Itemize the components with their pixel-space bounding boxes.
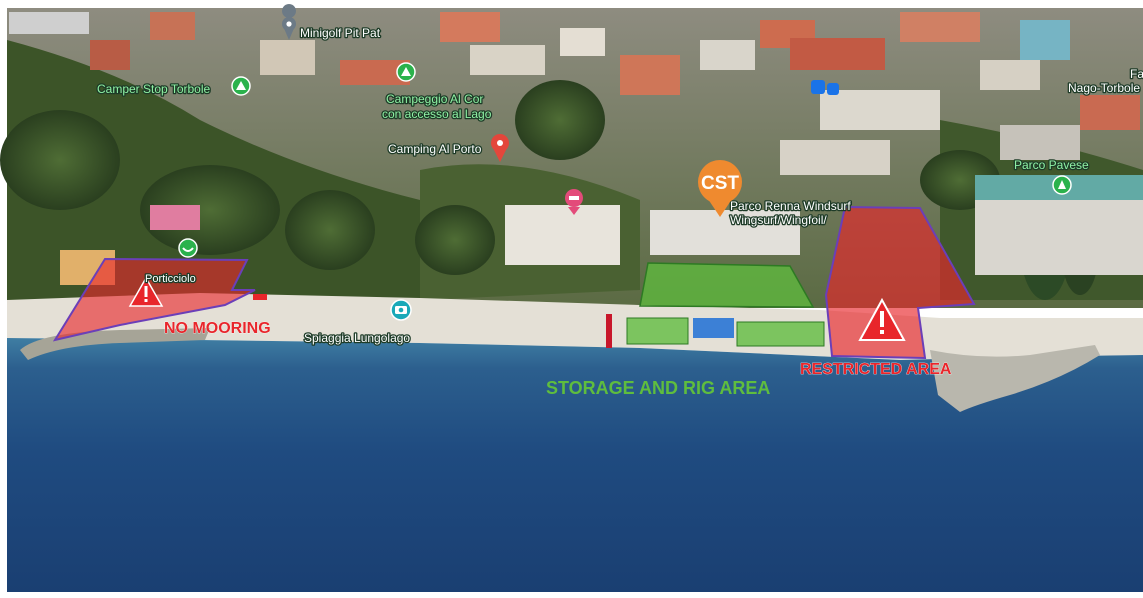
place-label-camping-al-porto: Camping Al Porto (388, 142, 482, 156)
place-spiaggia-lungolago[interactable]: Spiaggia Lungolago (303, 299, 412, 346)
map-pin-icon (282, 4, 297, 40)
camera-icon (390, 299, 412, 321)
camping-icon (396, 62, 416, 82)
bus-stop-icon (811, 80, 825, 94)
place-label-spiaggia-lungolago: Spiaggia Lungolago (304, 331, 410, 345)
cst-marker[interactable]: CST (698, 160, 742, 217)
place-label-parco-renna-line2: Wingsurf/Wingfoil/ (730, 213, 827, 227)
bus-stops[interactable] (811, 80, 839, 95)
place-label-partial[interactable]: Fa (1129, 66, 1143, 83)
hotel-icon (565, 189, 583, 215)
land-area (0, 8, 1143, 308)
map-pin-icon (491, 134, 509, 162)
place-parco-renna[interactable]: Parco Renna Windsurf Wingsurf/Wingfoil/ (729, 198, 853, 229)
place-porticciolo[interactable] (178, 238, 198, 258)
place-label-campeggio: Campeggio Al Cor (386, 92, 483, 106)
cst-label: CST (701, 173, 739, 194)
no-mooring-label: NO MOORING (164, 320, 271, 337)
storage-and-rig-zone[interactable] (626, 262, 825, 347)
blue-zone (693, 318, 734, 338)
place-label-camper-stop: Camper Stop Torbole (97, 82, 211, 96)
place-label-minigolf: Minigolf Pit Pat (300, 26, 381, 40)
warning-icon (858, 297, 906, 341)
mooring-boundary-marker (253, 294, 267, 300)
no-mooring-zone[interactable]: Porticciolo (52, 257, 256, 342)
lake-water (7, 338, 1143, 592)
place-label-parco-renna: Parco Renna Windsurf (730, 199, 851, 213)
place-camper-stop[interactable]: Camper Stop Torbole (96, 76, 251, 97)
place-minigolf[interactable]: Minigolf Pit Pat (282, 4, 382, 41)
place-label-campeggio-line2: con accesso al Lago (382, 107, 492, 121)
place-camping-al-porto[interactable]: Camping Al Porto (387, 134, 509, 162)
camping-icon (231, 76, 251, 96)
place-parco-pavese[interactable]: Parco Pavese (1013, 157, 1090, 195)
bus-stop-icon (827, 83, 839, 95)
place-label-nago-torbole[interactable]: Nago-Torbole Do (1067, 80, 1143, 97)
right-breakwater (930, 345, 1100, 412)
place-label-porticciolo: Porticciolo (145, 273, 196, 285)
hotel-marker[interactable] (565, 189, 583, 215)
place-label-parco-pavese: Parco Pavese (1014, 158, 1089, 172)
zone-boundary-marker (606, 314, 612, 348)
map-pin-icon (698, 160, 742, 217)
storage-rig-label: STORAGE AND RIG AREA (546, 378, 770, 398)
restricted-area-label: RESTRICTED AREA (800, 361, 952, 378)
restricted-zone[interactable] (824, 205, 976, 360)
harbor-icon (178, 238, 198, 258)
place-campeggio[interactable]: Campeggio Al Cor con accesso al Lago (381, 62, 493, 122)
park-icon (1052, 175, 1072, 195)
warning-icon (128, 276, 164, 307)
